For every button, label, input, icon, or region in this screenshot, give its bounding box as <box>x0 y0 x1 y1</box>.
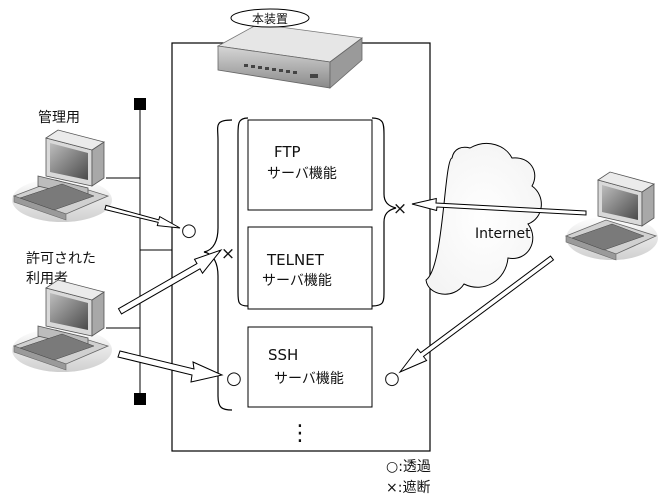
left-brace <box>203 119 233 411</box>
permitted-user-label-line1: 許可された <box>26 251 96 267</box>
ssh-right-pass-marker: ○ <box>384 368 400 389</box>
user-pc-icon <box>12 279 112 372</box>
internet-pc-icon <box>564 171 658 261</box>
user-to-telnet-arrow <box>117 248 223 315</box>
inner-brace <box>237 117 249 307</box>
right-brace <box>371 117 397 307</box>
internet-cloud <box>425 143 542 295</box>
ftp-service-name: FTP <box>274 143 301 161</box>
internet-to-device-arrow <box>411 197 587 216</box>
legend-pass: ○:透過 <box>386 459 431 475</box>
admin-label: 管理用 <box>38 110 80 126</box>
telnet-service-name: TELNET <box>266 251 325 269</box>
telnet-service-sub: サーバ機能 <box>262 273 332 289</box>
admin-to-device-arrow <box>104 204 181 229</box>
ssh-service-name: SSH <box>268 346 298 364</box>
device-label-bubble <box>230 8 310 28</box>
internet-label: Internet <box>475 226 531 242</box>
ftp-service-sub: サーバ機能 <box>267 166 337 182</box>
ssh-left-pass-marker: ○ <box>226 368 242 389</box>
user-to-ssh-arrow <box>117 350 224 383</box>
legend-block: ×:遮断 <box>386 480 430 496</box>
router-device-icon <box>216 23 364 89</box>
admin-pc-icon <box>12 129 112 222</box>
admin-pass-marker: ○ <box>181 220 197 241</box>
internet-block-marker: × <box>393 199 407 219</box>
lan-terminator-bottom <box>134 393 146 405</box>
user-block-marker: × <box>221 244 235 264</box>
ssh-service-box <box>247 326 373 408</box>
ftp-service-box <box>247 119 373 211</box>
internet-to-ssh-arrow <box>398 255 555 374</box>
ssh-service-sub: サーバ機能 <box>274 371 344 387</box>
lan-terminator-top <box>134 98 146 110</box>
more-services-dots: ⋮ <box>289 421 311 446</box>
device-label: 本装置 <box>252 12 288 26</box>
telnet-service-box <box>247 226 373 310</box>
